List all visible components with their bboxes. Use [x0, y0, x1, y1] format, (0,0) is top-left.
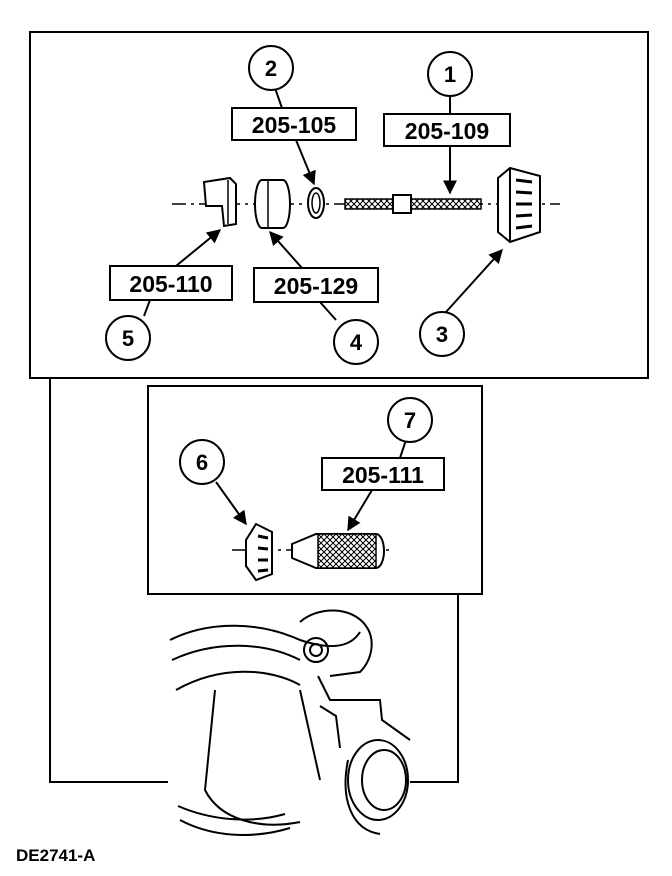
svg-text:205-129: 205-129 [274, 273, 358, 299]
callout-2: 2 [248, 45, 294, 91]
bearing-part-6 [245, 522, 273, 582]
svg-text:5: 5 [122, 326, 134, 351]
adapter-part-205-110 [202, 176, 237, 228]
svg-text:7: 7 [404, 408, 416, 433]
upper-kit-frame [29, 31, 649, 379]
figure-id: DE2741-A [16, 846, 96, 865]
part-label-205-110: 205-110 [109, 265, 233, 301]
part-label-205-111: 205-111 [321, 457, 445, 491]
driver-part-205-111 [291, 533, 385, 569]
lower-kit-frame [147, 385, 483, 595]
leader-arrows [143, 87, 503, 532]
callout-6: 6 [179, 439, 225, 485]
svg-text:205-105: 205-105 [252, 112, 337, 138]
svg-text:205-109: 205-109 [405, 118, 489, 144]
svg-text:1: 1 [444, 62, 456, 87]
bearing-part-3 [497, 166, 541, 244]
callout-7: 7 [387, 397, 433, 443]
part-label-205-105: 205-105 [231, 107, 357, 141]
svg-text:6: 6 [196, 450, 208, 475]
callout-3: 3 [419, 311, 465, 357]
axle-housing-illustration [169, 609, 411, 836]
part-label-205-109: 205-109 [383, 113, 511, 147]
svg-text:205-110: 205-110 [129, 271, 212, 297]
svg-text:205-111: 205-111 [342, 462, 424, 488]
svg-text:2: 2 [265, 56, 277, 81]
ring-part-205-105 [307, 187, 325, 219]
connector-line-right [410, 594, 459, 783]
connector-line-left [49, 378, 168, 783]
svg-text:3: 3 [436, 322, 448, 347]
svg-text:4: 4 [350, 330, 363, 355]
part-label-205-129: 205-129 [253, 267, 379, 303]
callout-1: 1 [427, 51, 473, 97]
callout-4: 4 [333, 319, 379, 365]
cup-part-205-129 [254, 179, 291, 229]
threaded-rod-part-205-109 [344, 194, 482, 214]
callout-5: 5 [105, 315, 151, 361]
